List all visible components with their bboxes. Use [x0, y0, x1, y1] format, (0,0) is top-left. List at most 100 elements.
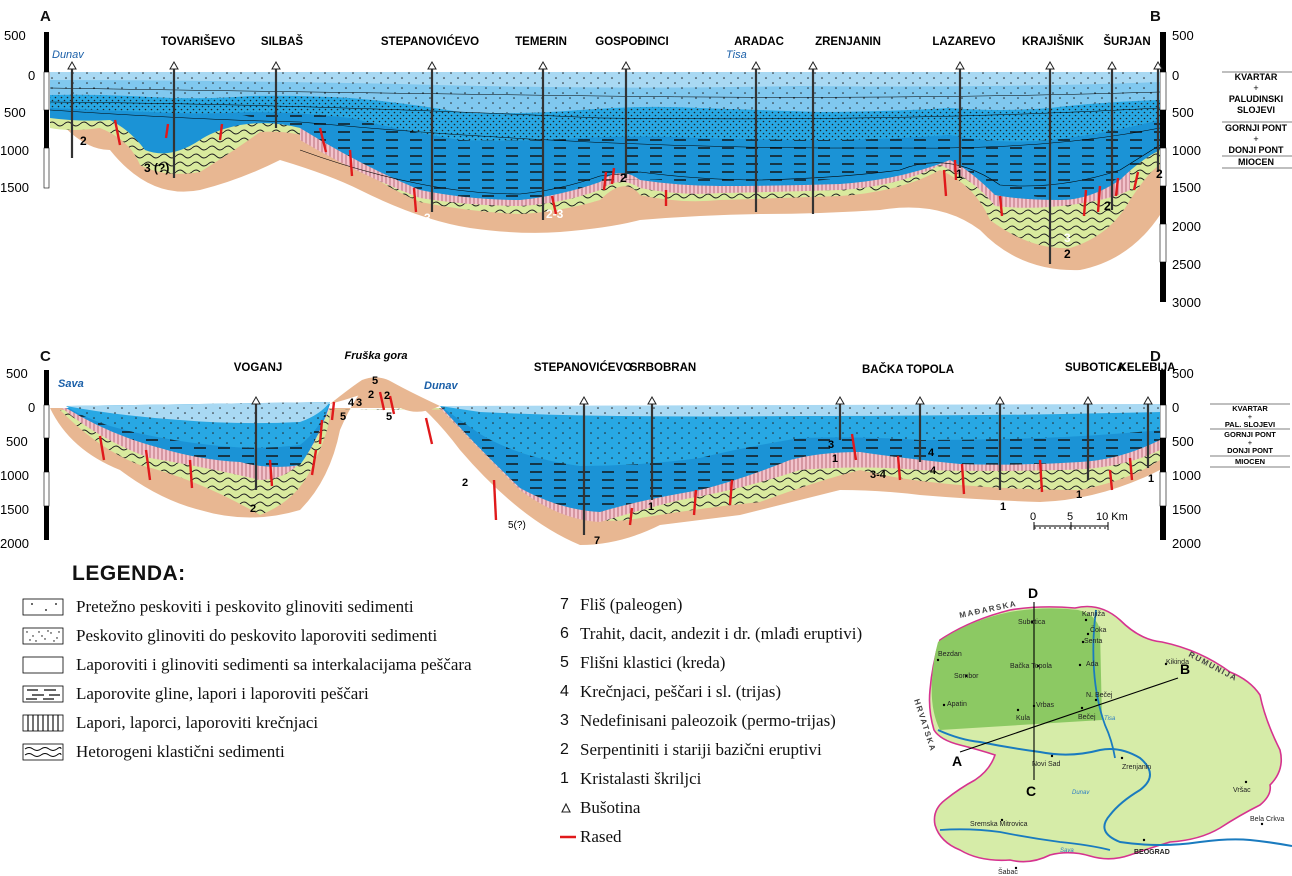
depth-tick-label: 1000 — [0, 468, 29, 483]
locality-label: TEMERIN — [515, 36, 567, 48]
cross-section-ab: 500 0 500 1000 1500 500 0 500 1000 1500 … — [0, 28, 1292, 310]
legend-item: Hetorogeni klastični sedimenti — [22, 741, 285, 763]
depth-tick-label: 1500 — [0, 180, 29, 195]
locality-label: GOSPOĐINCI — [595, 36, 668, 48]
unit-label: 4 — [930, 465, 937, 477]
unit-label: 4 — [348, 397, 355, 409]
wells-ab — [70, 68, 1160, 264]
unit-label: 3 (?) — [144, 161, 169, 175]
unit-number: 7 — [560, 596, 569, 613]
town-label: BEOGRAD — [1134, 849, 1170, 856]
well-symbols-cd — [251, 395, 1153, 405]
unit-label: 2 — [462, 477, 468, 489]
depth-tick-label: 0 — [28, 68, 35, 83]
svg-text:MIOCEN: MIOCEN — [1235, 457, 1265, 466]
tisa-river — [1092, 609, 1116, 759]
depth-tick-label: 1000 — [1172, 468, 1201, 483]
depth-tick-label: 2500 — [1172, 257, 1201, 272]
svg-text:MIOCEN: MIOCEN — [1238, 157, 1274, 167]
town-label: Apatin — [947, 701, 967, 708]
depth-tick-label: 500 — [1172, 434, 1194, 449]
depth-tick-label: 1500 — [1172, 502, 1201, 517]
unit-label: 2-3 — [546, 207, 564, 221]
depth-tick-label: 500 — [6, 434, 28, 449]
depth-tick-label: 2000 — [1172, 536, 1201, 551]
map-point-label: A — [952, 753, 962, 769]
unit-label: 1 — [648, 501, 654, 513]
depth-scale-right-cd: 500 0 500 1000 1500 2000 — [1159, 366, 1201, 551]
town-label: Zrenjanin — [1122, 764, 1151, 771]
section-cd-letter-d: D — [1150, 348, 1161, 365]
quaternary-layer — [50, 72, 1160, 88]
unit-label: 2 — [250, 503, 256, 515]
town-label: Sombor — [954, 673, 979, 680]
backa-highlight — [931, 608, 1102, 730]
unit-label: 2 — [384, 390, 390, 402]
faults-cd — [98, 391, 1134, 526]
marly-clay-pattern-swatch — [22, 685, 64, 703]
depth-tick-label: 2000 — [0, 536, 29, 551]
section-ab-letter-a: A — [40, 8, 51, 25]
town-label: Kikinda — [1166, 659, 1189, 666]
unit-number: 2 — [560, 741, 569, 758]
legend-label: Hetorogeni klastični sedimenti — [76, 742, 285, 761]
locality-label: ZRENJANIN — [815, 36, 881, 48]
svg-text:+: + — [1248, 412, 1253, 421]
marly-pattern-swatch — [22, 656, 64, 674]
well-icon — [561, 802, 571, 813]
town-label: Bačka Topola — [1010, 663, 1052, 670]
depth-scale-left: 500 0 500 1000 1500 — [0, 28, 50, 195]
unit-label: 3 — [356, 397, 362, 409]
depth-tick-label: 3000 — [1172, 295, 1201, 310]
unit-number: 6 — [560, 625, 569, 642]
well-symbols-ab — [67, 60, 1163, 70]
locality-label: KRAJIŠNIK — [1022, 35, 1085, 48]
strat-column-ab: KVARTAR + PALUDINSKI SLOJEVI GORNJI PONT… — [1222, 71, 1292, 169]
heterogeneous-pattern-swatch — [22, 743, 64, 761]
legend-item: 2 Serpentiniti i stariji bazični eruptivi — [560, 739, 822, 761]
sandy-clay-pattern-swatch — [22, 627, 64, 645]
unit-label: 2 — [1156, 167, 1163, 181]
depth-tick-label: 1500 — [0, 502, 29, 517]
depth-tick-label: 0 — [1172, 400, 1179, 415]
unit-label: 2 — [1064, 247, 1071, 261]
locality-label: STEPANOVIĆEVO — [381, 35, 479, 48]
svg-text:KVARTAR: KVARTAR — [1235, 72, 1278, 82]
svg-text:GORNJI PONT: GORNJI PONT — [1225, 123, 1288, 133]
svg-text:+: + — [1253, 134, 1258, 144]
town-label: Kula — [1016, 715, 1030, 722]
unit-label: 1 — [1000, 501, 1006, 513]
locality-label: SILBAŠ — [261, 35, 304, 48]
unit-label: 2 — [368, 389, 374, 401]
svg-text:GORNJI PONT: GORNJI PONT — [1224, 430, 1276, 439]
unit-label: 7 — [594, 535, 600, 547]
depth-tick-label: 0 — [28, 400, 35, 415]
legend-label: Laporoviti i glinoviti sedimenti sa inte… — [76, 655, 472, 674]
sava-river — [939, 828, 1111, 851]
locality-label: ARADAC — [734, 36, 784, 48]
depth-tick-label: 500 — [1172, 366, 1194, 381]
map-point-label: D — [1028, 585, 1038, 601]
svg-text:PAL. SLOJEVI: PAL. SLOJEVI — [1225, 420, 1275, 429]
svg-text:DONJI PONT: DONJI PONT — [1228, 145, 1284, 155]
depth-tick-label: 2000 — [1172, 219, 1201, 234]
unit-number: 5 — [560, 654, 569, 671]
unit-number: 4 — [560, 683, 569, 700]
unit-label: 5 — [340, 411, 346, 423]
unit-label: 1 — [1076, 489, 1082, 501]
unit-label: 3-4 — [870, 469, 887, 481]
section-cd-letter-c: C — [40, 348, 51, 365]
legend-label: Kristalasti škriljci — [580, 769, 702, 788]
legend-item: Bušotina — [560, 797, 640, 819]
depth-tick-label: 1000 — [0, 143, 29, 158]
town-label: Bela Crkva — [1250, 816, 1284, 823]
legend-label: Bušotina — [580, 798, 641, 817]
unit-label: 2 — [1104, 199, 1111, 213]
depth-tick-label: 500 — [4, 28, 26, 43]
legend-label: Serpentiniti i stariji bazični eruptivi — [580, 740, 822, 759]
sandy-pattern-swatch — [22, 598, 64, 616]
svg-text:5: 5 — [1067, 511, 1073, 523]
town-label: N. Bečej — [1086, 692, 1113, 699]
